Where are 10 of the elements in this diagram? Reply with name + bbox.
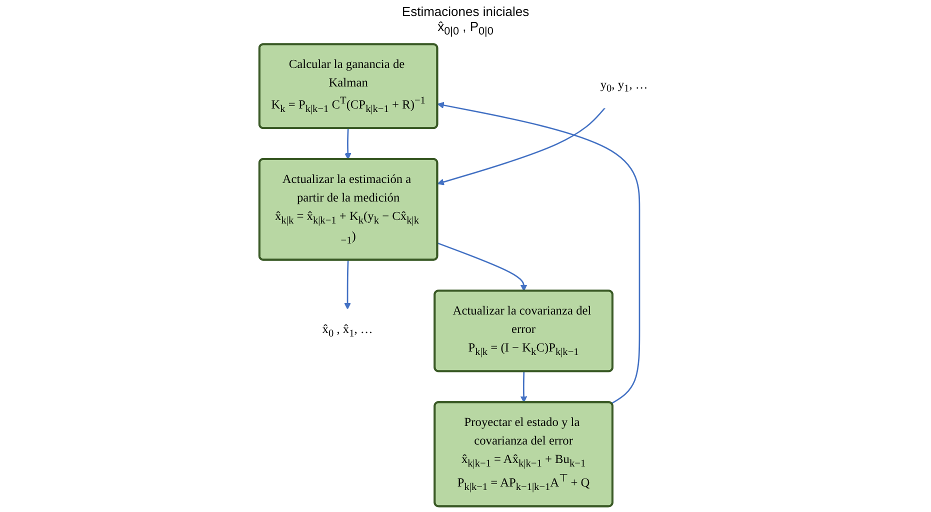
arrow [520,371,528,402]
arrow [438,242,528,291]
arrow [344,128,352,160]
arrow [438,101,641,404]
node-caption: Estimaciones iniciales [402,4,530,19]
arrow [344,260,352,310]
node-text: x̂$_{0}$ , x̂$_{1}$, … [322,322,374,338]
node-text: y$_{0}$, y$_{1}$, … [600,78,648,94]
node-caption: x̂$_{0|0}$ , P$_{0|0}$ [438,19,494,38]
arrow [438,106,606,185]
